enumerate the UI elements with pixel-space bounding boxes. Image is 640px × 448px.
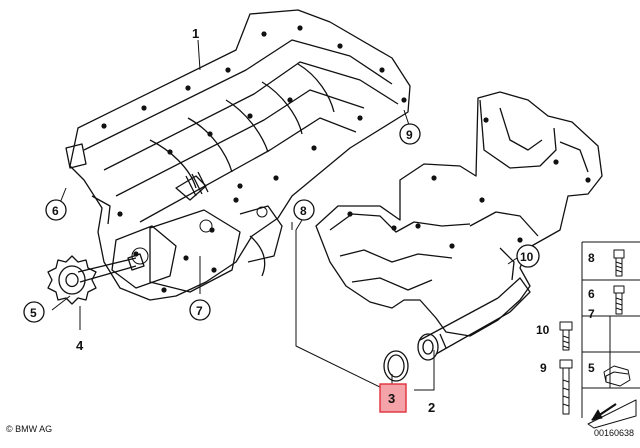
legend-7: 7 — [588, 307, 595, 321]
legend-6: 6 — [588, 287, 595, 301]
bolt-icon — [613, 285, 625, 315]
brand-footer: © BMW AG — [6, 424, 52, 434]
fastener-legend — [581, 241, 640, 418]
callout-2: 2 — [428, 400, 435, 415]
callout-3: 3 — [388, 391, 395, 406]
legend-10: 10 — [536, 323, 550, 337]
bolt-icon — [613, 249, 625, 277]
callout-5: 5 — [30, 306, 37, 320]
callout-10: 10 — [520, 250, 534, 264]
callout-7: 7 — [196, 304, 203, 318]
legend-8: 8 — [588, 251, 595, 265]
nut-icon — [603, 365, 631, 387]
callout-4: 4 — [76, 338, 84, 353]
highlight-callout-3 — [379, 383, 407, 413]
callout-8: 8 — [300, 204, 307, 218]
callout-6: 6 — [52, 204, 59, 218]
document-id: 00160638 — [593, 428, 634, 438]
legend-5: 5 — [588, 361, 595, 375]
bmw-logo: © BMW AG — [6, 424, 53, 434]
sprocket — [47, 255, 97, 305]
oil-pan-baffle — [315, 91, 603, 337]
bolt-icon — [559, 359, 573, 415]
legend-9: 9 — [540, 361, 547, 375]
o-ring — [383, 350, 409, 382]
balance-shaft-housing — [65, 9, 411, 301]
bolt-icon — [559, 321, 573, 351]
wedge-arrow-icon — [587, 399, 637, 429]
callout-9: 9 — [406, 128, 413, 142]
callout-1: 1 — [192, 26, 199, 41]
suction-pipe — [417, 277, 531, 361]
drive-shaft — [77, 253, 145, 283]
